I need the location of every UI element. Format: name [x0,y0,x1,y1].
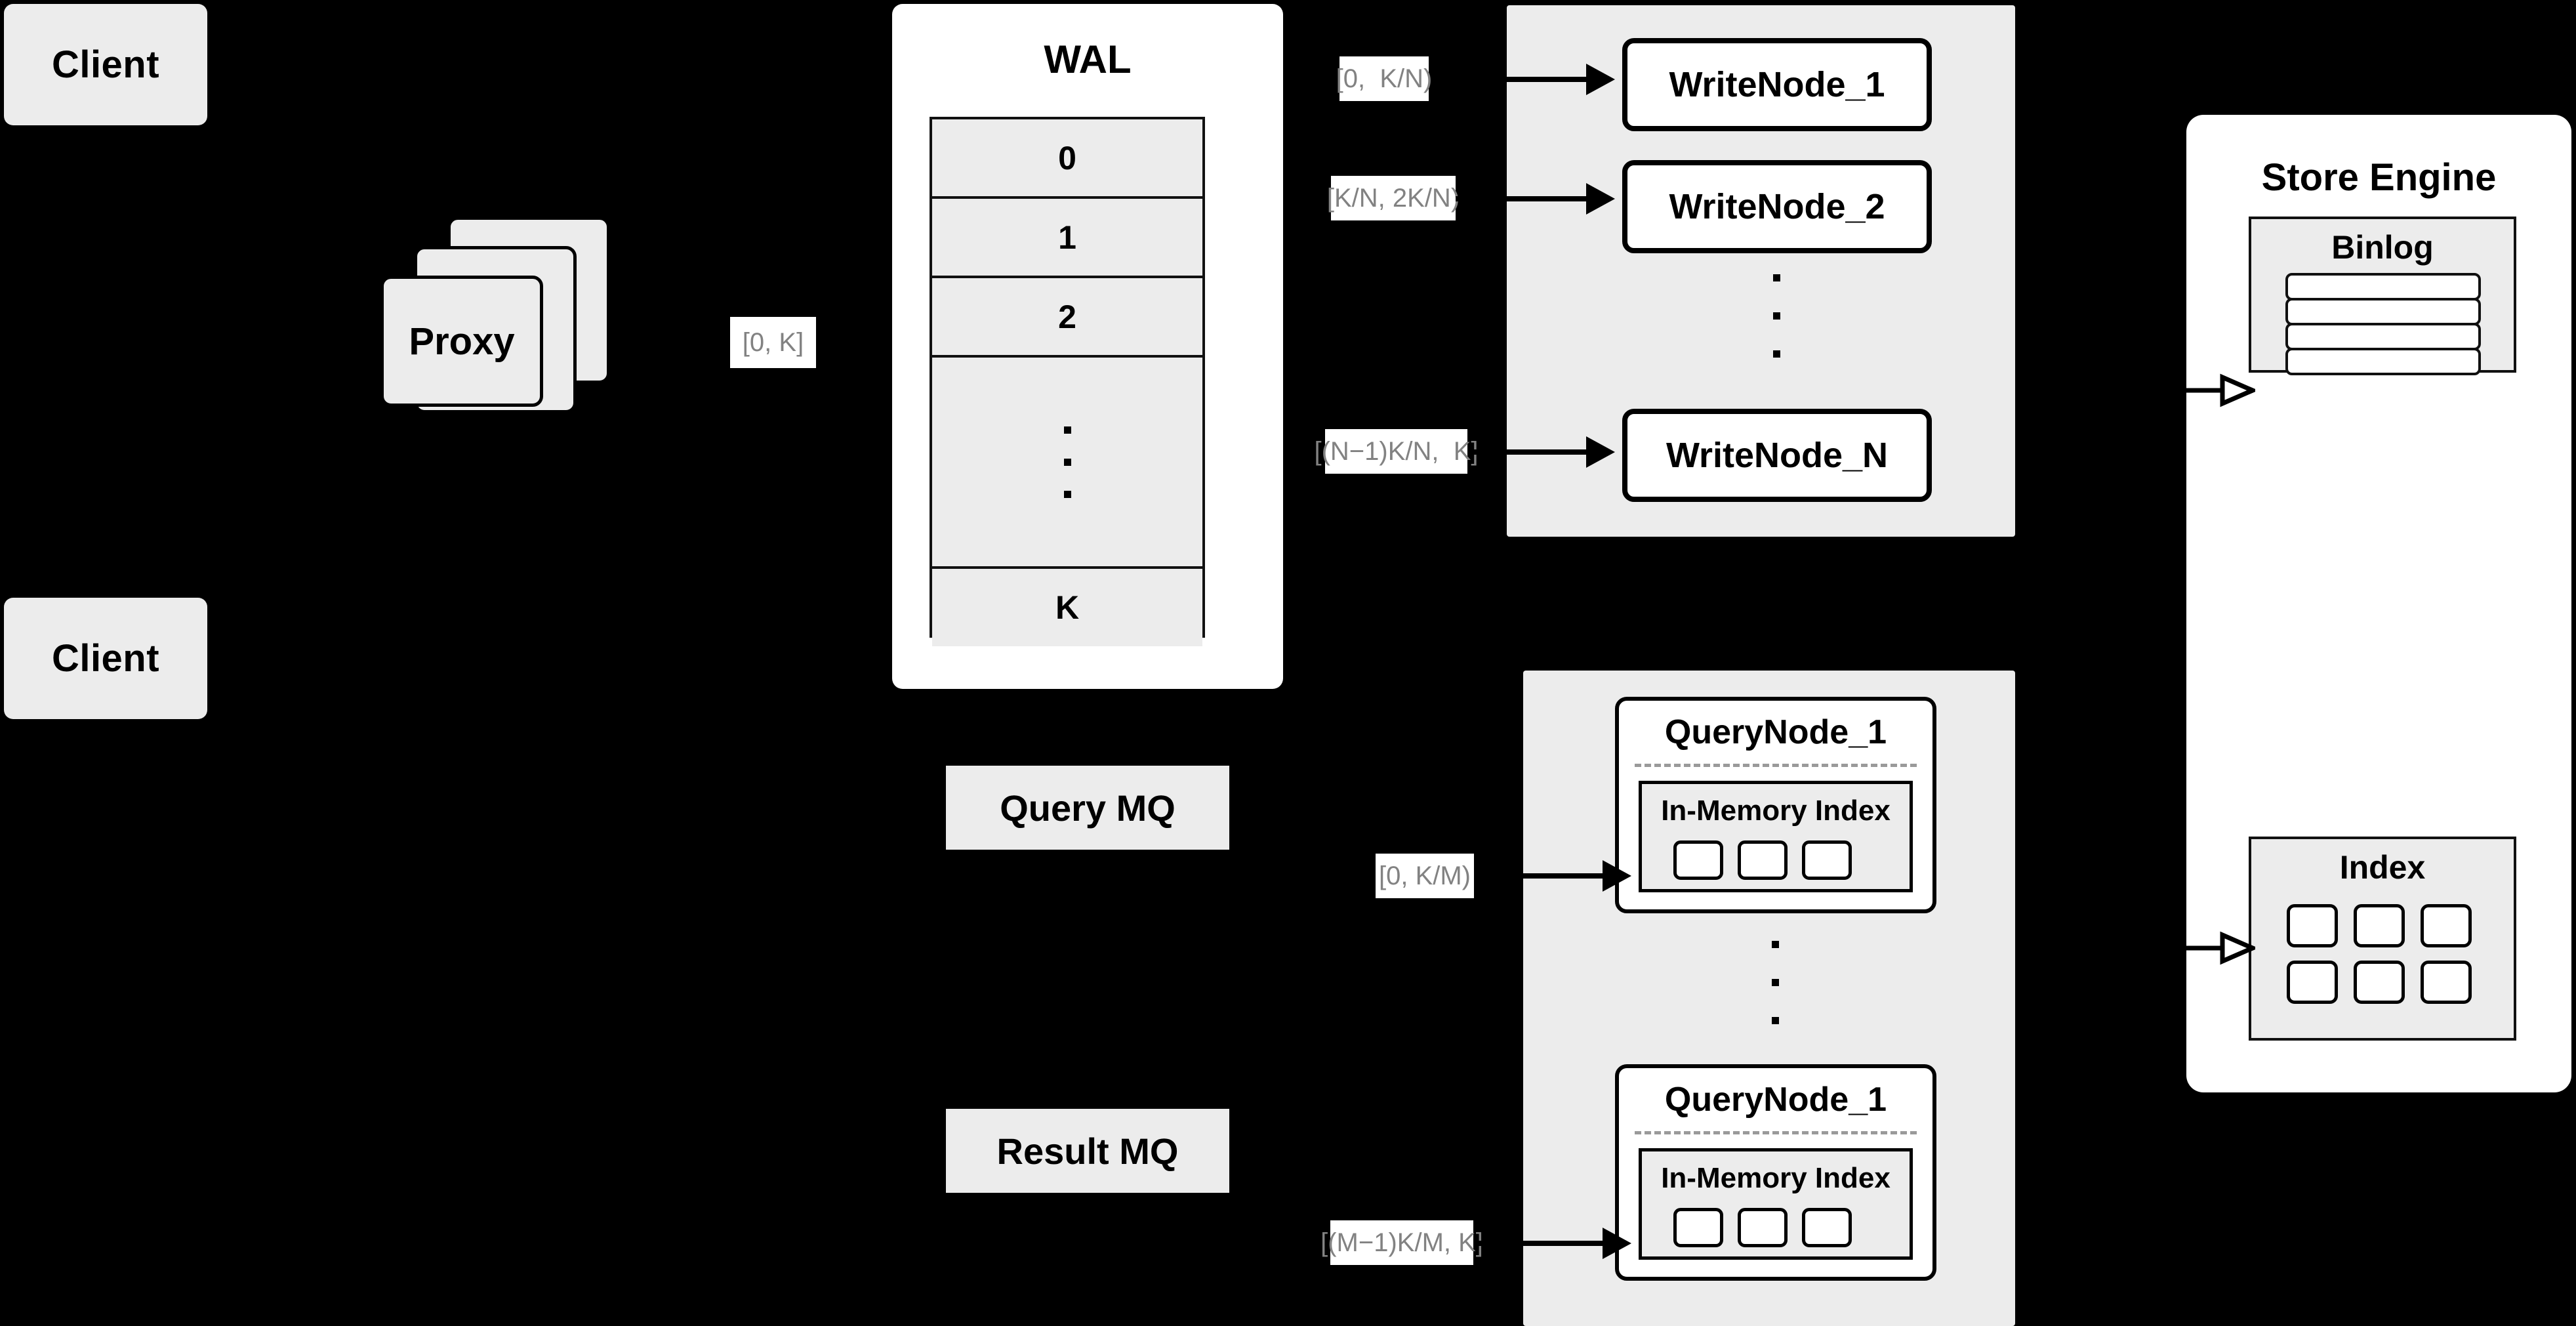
wal-row-ellipsis [932,358,1202,569]
proxy-to-wal-line [653,344,730,348]
proxy-label: Proxy [409,320,515,363]
in-memory-index-cells [1673,840,1852,880]
index-inbound-arrow [2183,931,2255,965]
dot [1773,274,1780,281]
write-node-2[interactable]: WriteNode_2 [1622,160,1932,253]
binlog-title: Binlog [2331,229,2434,266]
query-node-divider [1635,764,1917,767]
dot [1063,458,1071,466]
index-cell[interactable] [1673,1208,1723,1247]
query-node-2-arrow-line [1473,1241,1603,1246]
dot [1773,312,1780,320]
index-cell[interactable] [1802,840,1852,880]
write-node-label: WriteNode_N [1666,436,1889,475]
index-cell[interactable] [1738,840,1788,880]
binlog-inbound-arrow [2183,373,2255,407]
write-node-1[interactable]: WriteNode_1 [1622,38,1932,131]
result-mq-label: Result MQ [996,1130,1179,1172]
query-node-1[interactable]: QueryNode_1 In-Memory Index [1615,697,1936,913]
index-cell[interactable] [2421,904,2472,947]
index-cell[interactable] [1673,840,1723,880]
wal-row-list: 0 1 2 K [930,117,1205,646]
index-cell[interactable] [2287,961,2338,1004]
query-mq-box[interactable]: Query MQ [946,766,1229,850]
dot [1772,941,1779,948]
proxy-to-wal-label: [0, K] [730,317,816,368]
in-memory-index-title: In-Memory Index [1661,795,1891,827]
client-box-2[interactable]: Client [4,598,207,719]
wal-row-label: 0 [1058,139,1076,176]
query-node-title: QueryNode_1 [1664,1081,1887,1119]
write-node-1-range-label: [0, K/N) [1336,56,1432,101]
write-node-2-arrow-line [1456,196,1586,201]
index-title: Index [2339,849,2426,886]
write-node-1-arrowhead [1586,64,1615,95]
query-node-2[interactable]: QueryNode_1 In-Memory Index [1615,1064,1936,1281]
in-memory-index-title: In-Memory Index [1661,1162,1891,1194]
dot [1772,979,1779,986]
write-node-label: WriteNode_1 [1669,65,1885,104]
dot [1063,490,1071,498]
store-engine-title: Store Engine [2261,156,2497,199]
index-cell[interactable] [2354,961,2405,1004]
index-cell-grid [2287,904,2472,1004]
wal-row[interactable]: K [932,569,1202,646]
binlog-panel: Binlog [2249,217,2516,375]
store-engine-panel: Store Engine Binlog Index [2186,115,2571,1092]
write-node-n[interactable]: WriteNode_N [1622,409,1932,502]
query-nodes-ellipsis [1772,941,1779,1024]
index-cell[interactable] [1802,1208,1852,1247]
wal-row[interactable]: 0 [932,119,1202,199]
query-node-title: QueryNode_1 [1664,713,1887,751]
query-node-1-arrow-line [1474,873,1603,879]
query-mq-label: Query MQ [1000,787,1176,829]
in-memory-index-cells [1673,1208,1852,1247]
query-node-2-arrowhead [1603,1228,1631,1259]
write-node-1-arrow-line [1431,77,1586,82]
wal-row-label: 2 [1058,298,1076,335]
wal-row-label: 1 [1058,218,1076,256]
proxy-card-front[interactable]: Proxy [380,276,543,407]
wal-row[interactable]: 2 [932,278,1202,358]
index-cell[interactable] [2421,961,2472,1004]
write-node-n-range-label: [(N−1)K/N, K] [1314,429,1479,474]
in-memory-index-box: In-Memory Index [1639,781,1913,892]
client-label: Client [51,43,160,86]
query-node-divider [1635,1131,1917,1134]
client-label: Client [51,637,160,680]
write-node-n-arrowhead [1586,436,1615,468]
result-mq-box[interactable]: Result MQ [946,1109,1229,1193]
query-node-2-range-label: [(M−1)K/M, K] [1320,1220,1483,1265]
index-cell[interactable] [1738,1208,1788,1247]
index-cell[interactable] [2287,904,2338,947]
binlog-row-list [2285,273,2481,375]
write-node-2-arrowhead [1586,183,1615,215]
dot [1772,1017,1779,1024]
binlog-row[interactable] [2285,323,2481,350]
write-node-label: WriteNode_2 [1669,187,1885,226]
index-cell[interactable] [2354,904,2405,947]
dot [1063,426,1071,434]
query-nodes-panel: QueryNode_1 In-Memory Index QueryNode_1 … [1523,671,2015,1326]
binlog-row[interactable] [2285,273,2481,300]
query-node-1-range-label: [0, K/M) [1376,854,1474,898]
proxy-stack[interactable]: Proxy [380,217,669,420]
binlog-row[interactable] [2285,298,2481,325]
dot [1773,350,1780,358]
query-node-1-arrowhead [1603,860,1631,892]
wal-title: WAL [1044,37,1132,81]
write-node-n-arrow-line [1467,449,1586,455]
index-panel: Index [2249,837,2516,1041]
write-nodes-panel: WriteNode_1 WriteNode_2 WriteNode_N [1507,5,2015,537]
write-node-2-range-label: [K/N, 2K/N) [1327,176,1460,220]
binlog-row[interactable] [2285,348,2481,375]
in-memory-index-box: In-Memory Index [1639,1148,1913,1260]
wal-row-label: K [1055,589,1080,626]
client-box-1[interactable]: Client [4,4,207,125]
wal-row[interactable]: 1 [932,199,1202,278]
write-nodes-ellipsis [1773,274,1780,358]
wal-panel: WAL 0 1 2 K [892,4,1283,689]
